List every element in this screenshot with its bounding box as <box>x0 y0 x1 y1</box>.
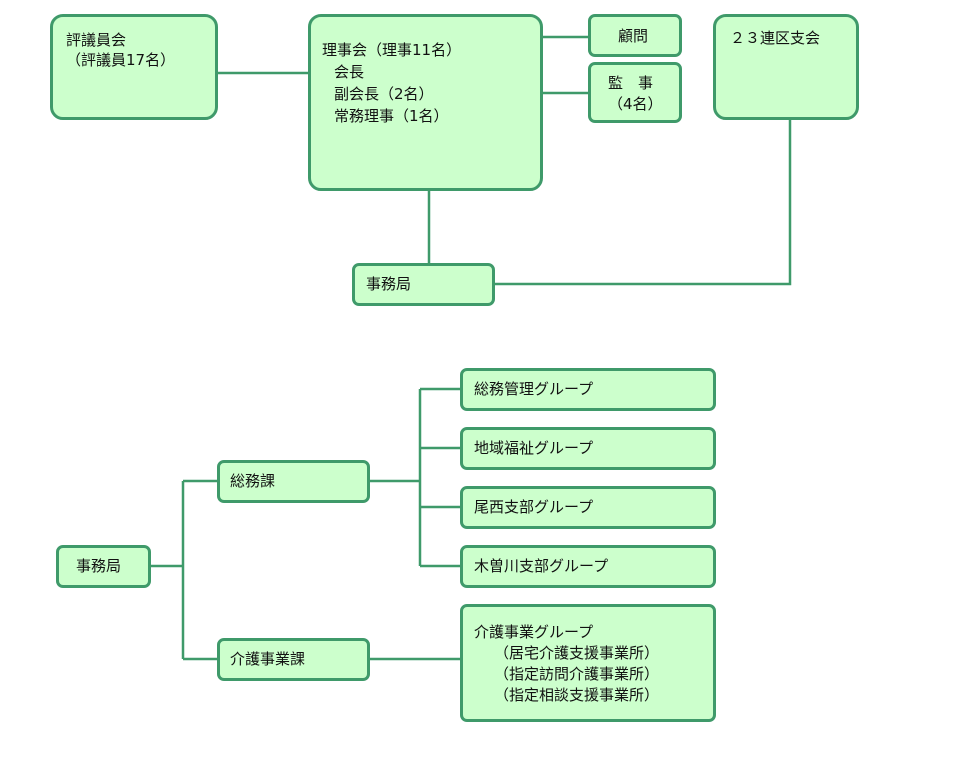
top-secretariat-box <box>352 263 495 306</box>
auditor-count: （4名） <box>608 95 663 113</box>
care-group-box <box>460 604 716 722</box>
top-secretariat-label: 事務局 <box>366 275 412 293</box>
auditor-label: 監 事 <box>608 74 654 92</box>
care-group-item-1: （居宅介護支援事業所） <box>494 644 660 662</box>
care-business-label: 介護事業課 <box>230 650 306 668</box>
branches-label: ２３連区支会 <box>730 29 821 47</box>
group-admin-box <box>460 368 716 411</box>
group-bisai-box <box>460 486 716 529</box>
council-label: 評議員会 <box>66 31 127 49</box>
council-count: （評議員17名） <box>66 51 176 69</box>
care-group-title: 介護事業グループ <box>474 623 594 641</box>
care-group-item-3: （指定相談支援事業所） <box>494 686 660 704</box>
board-chair: 会長 <box>334 63 365 81</box>
general-affairs-box <box>217 460 370 503</box>
advisor-label: 顧問 <box>618 27 649 45</box>
line-branches-secretariat <box>495 120 792 286</box>
bottom-secretariat-box <box>56 545 151 588</box>
care-group-item-2: （指定訪問介護事業所） <box>494 665 660 683</box>
care-business-box <box>217 638 370 681</box>
group-admin-label: 総務管理グループ <box>474 380 594 398</box>
group-community-label: 地域福祉グループ <box>474 439 594 457</box>
board-box <box>308 14 543 191</box>
bottom-secretariat-label: 事務局 <box>76 557 122 575</box>
group-bisai-label: 尾西支部グループ <box>474 498 594 516</box>
board-executive: 常務理事（1名） <box>334 107 449 125</box>
group-kisogawa-label: 木曽川支部グループ <box>474 557 609 575</box>
group-community-box <box>460 427 716 470</box>
general-affairs-label: 総務課 <box>230 472 276 490</box>
advisor-box <box>588 14 682 57</box>
board-label: 理事会（理事11名） <box>322 41 462 59</box>
board-vice-chair: 副会長（2名） <box>334 85 434 103</box>
council-box <box>50 14 218 120</box>
branches-box <box>713 14 859 120</box>
auditor-box <box>588 62 682 123</box>
group-kisogawa-box <box>460 545 716 588</box>
